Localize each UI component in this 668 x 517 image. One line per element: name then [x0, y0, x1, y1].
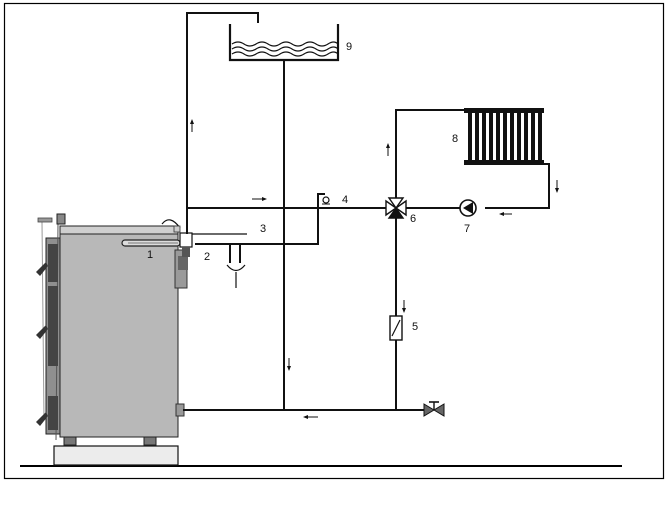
flow-arrows	[190, 119, 559, 419]
mixing-valve-right	[394, 199, 407, 217]
flow-arrow-return-left	[499, 212, 512, 216]
air-vent-stem	[317, 193, 325, 201]
flow-arrow-bypass-down	[402, 300, 406, 313]
vent-pipe	[186, 12, 259, 234]
relief-pipe	[195, 243, 241, 263]
drain-cock-left	[423, 403, 435, 417]
pump-arrow	[463, 202, 473, 214]
flow-arrow-main-return-left	[303, 415, 318, 419]
boiler-door-top	[48, 244, 58, 282]
boiler-wire	[41, 221, 45, 421]
radiator-top-header	[464, 108, 544, 113]
air-vent	[322, 196, 330, 205]
boiler-return-stub	[175, 403, 185, 417]
mixing-valve-bottom	[387, 206, 405, 219]
expansion-tank	[228, 24, 340, 62]
tank-water-wave-2	[231, 46, 339, 52]
vent-drain-pipe	[239, 199, 319, 245]
sensor-head	[173, 225, 181, 233]
air-vent-body	[322, 196, 330, 204]
diagram-frame	[3, 2, 665, 480]
radiator-return-pipe	[485, 163, 550, 209]
tank-water-wave-3	[231, 51, 339, 57]
radiator-bottom-header	[464, 160, 544, 165]
label-safety-fitting: 2	[204, 251, 210, 263]
label-boiler: 1	[147, 249, 153, 261]
label-relief-pipe: 3	[260, 223, 266, 235]
boiler-door-bottom	[48, 396, 58, 430]
radiator-fin	[475, 113, 479, 160]
drain-cock	[423, 401, 445, 417]
radiator-fin	[524, 113, 528, 160]
label-radiator: 8	[452, 133, 458, 145]
mixing-valve-left	[385, 199, 398, 217]
boiler-handle-middle	[36, 325, 48, 339]
flow-arrow-expansion-down	[287, 358, 291, 371]
pipework	[183, 12, 550, 411]
drain-cock-right	[433, 403, 445, 417]
radiator-fin	[489, 113, 493, 160]
radiator-fin	[538, 113, 542, 160]
safety-fitting	[161, 219, 193, 257]
drain-funnel	[226, 264, 246, 272]
flow-arrow-supply-right	[252, 197, 267, 201]
mixing-valve-top	[387, 197, 405, 210]
label-mixing-valve: 6	[410, 213, 416, 225]
boiler-top-lever	[37, 217, 53, 223]
label-filter: 5	[412, 321, 418, 333]
tank-water-wave-1	[231, 41, 339, 47]
radiator-fin	[468, 113, 472, 160]
label-pump: 7	[464, 223, 470, 235]
label-expansion-tank: 9	[346, 41, 352, 53]
radiator-fin	[510, 113, 514, 160]
boiler-side-unit-detail	[178, 256, 188, 270]
flow-arrow-vent-up	[190, 119, 194, 132]
flow-arrow-riser-up	[386, 143, 390, 156]
radiator-fin	[496, 113, 500, 160]
boiler-handle-top	[36, 262, 48, 276]
boiler-top-cover	[59, 225, 179, 235]
radiator-fin	[482, 113, 486, 160]
safety-fitting-base	[182, 247, 190, 257]
boiler-body	[59, 230, 179, 438]
radiator	[464, 108, 544, 165]
component-labels: 1 2 3 4 5 6 7 8 9	[147, 41, 470, 333]
flow-arrow-radiator-down	[555, 180, 559, 193]
boiler-top-stud	[56, 213, 66, 225]
radiator-fin	[531, 113, 535, 160]
boiler-door-middle	[48, 286, 58, 366]
boiler	[36, 213, 188, 466]
expansion-tank-body	[228, 24, 340, 62]
radiator-supply-pipe	[395, 109, 467, 201]
radiator-fin	[517, 113, 521, 160]
safety-fitting-body	[179, 232, 193, 248]
boiler-handle-bottom	[36, 412, 48, 426]
filter-slash	[391, 319, 401, 337]
circulation-pump	[459, 199, 477, 217]
boiler-pedestal	[53, 445, 179, 466]
filter	[389, 315, 403, 341]
label-air-vent: 4	[342, 194, 348, 206]
mixing-valve	[385, 197, 407, 219]
radiator-fin	[503, 113, 507, 160]
